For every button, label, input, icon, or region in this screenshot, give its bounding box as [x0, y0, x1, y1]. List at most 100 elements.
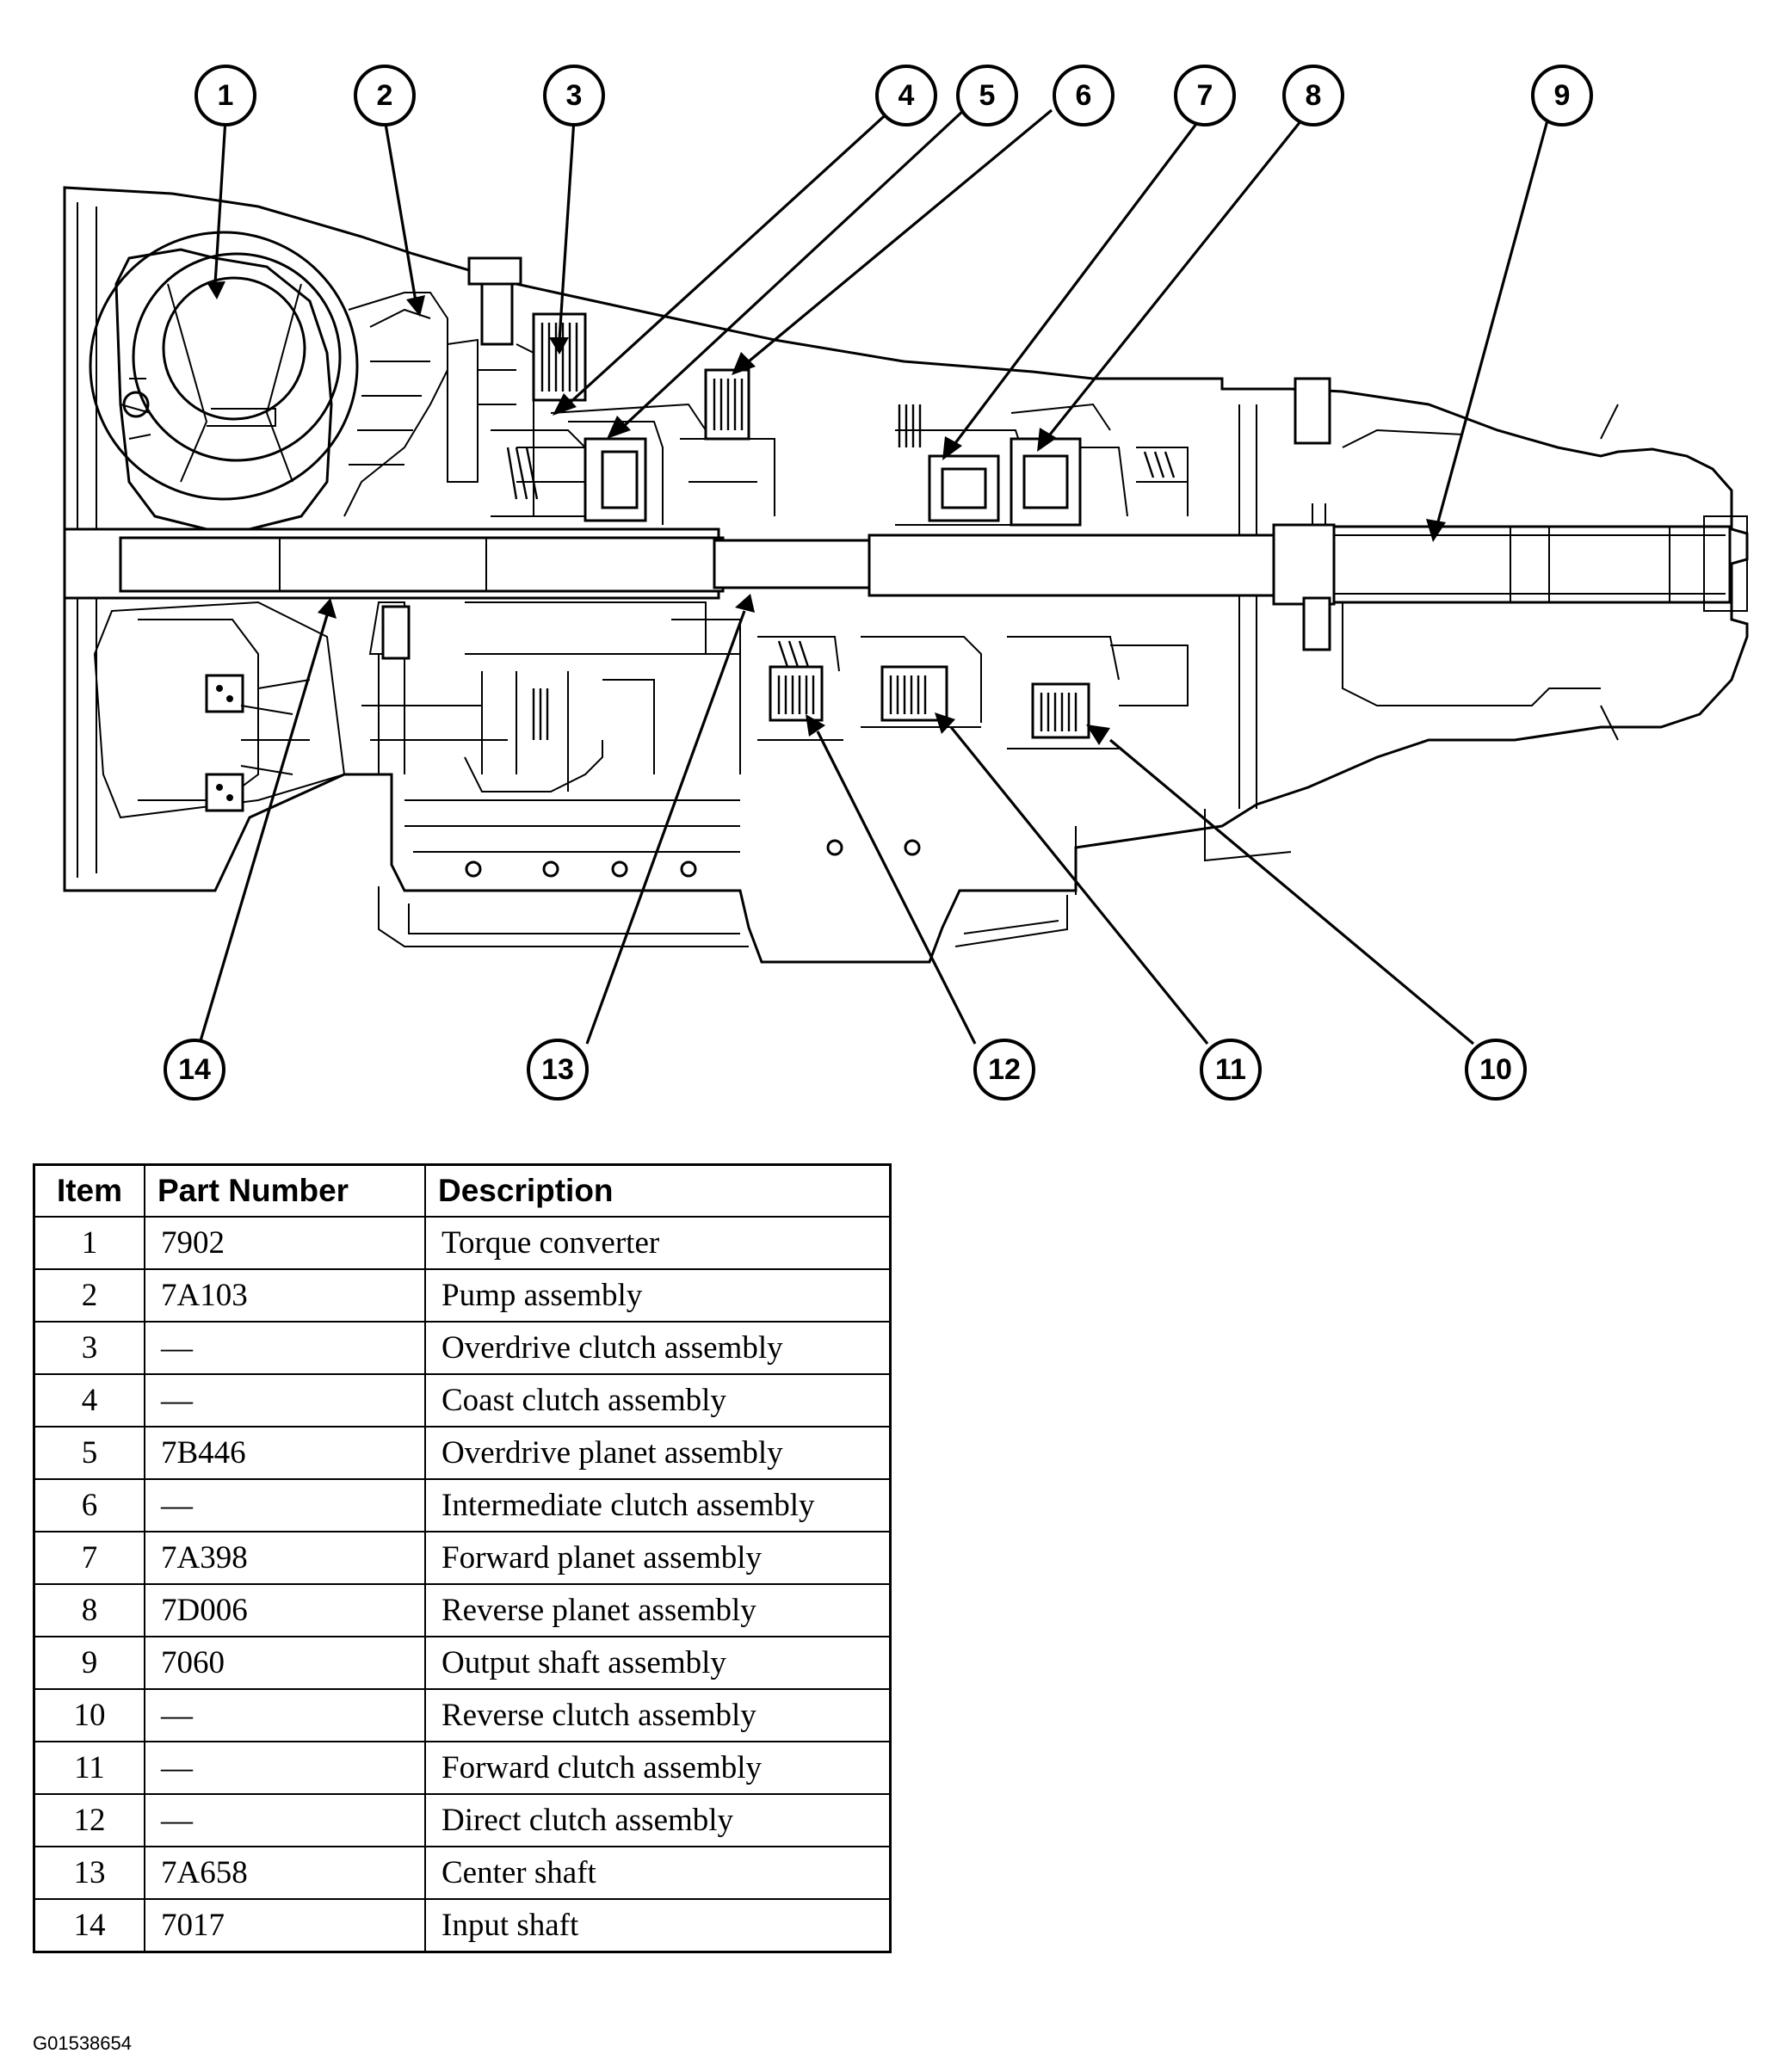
description-cell: Overdrive planet assembly [424, 1426, 892, 1480]
item-cell: 10 [33, 1688, 145, 1742]
description-cell: Reverse clutch assembly [424, 1688, 892, 1742]
description-cell: Reverse planet assembly [424, 1583, 892, 1637]
part-number-cell: 7A658 [144, 1846, 426, 1900]
callout-13: 13 [527, 1039, 589, 1101]
item-cell: 6 [33, 1478, 145, 1532]
description-cell: Torque converter [424, 1216, 892, 1270]
table-row: 12—Direct clutch assembly [33, 1793, 892, 1847]
reverse-clutch-pack [1007, 636, 1189, 749]
svg-text:1: 1 [218, 79, 234, 112]
part-number-cell: 7060 [144, 1636, 426, 1690]
table-row: 4—Coast clutch assembly [33, 1373, 892, 1428]
table-header-row: Item Part Number Description [33, 1163, 892, 1218]
column-header-part-number: Part Number [144, 1163, 426, 1218]
svg-text:13: 13 [541, 1053, 574, 1086]
part-number-cell: — [144, 1373, 426, 1428]
svg-text:8: 8 [1306, 79, 1322, 112]
svg-text:9: 9 [1554, 79, 1571, 112]
description-cell: Output shaft assembly [424, 1636, 892, 1690]
callout-10: 10 [1465, 1039, 1527, 1101]
overdrive-planet [550, 403, 707, 525]
item-cell: 12 [33, 1793, 145, 1847]
table-row: 6—Intermediate clutch assembly [33, 1478, 892, 1532]
item-cell: 11 [33, 1741, 145, 1795]
item-cell: 7 [33, 1531, 145, 1585]
item-cell: 8 [33, 1583, 145, 1637]
svg-text:7: 7 [1197, 79, 1213, 112]
svg-text:6: 6 [1076, 79, 1092, 112]
callout-12: 12 [973, 1039, 1035, 1101]
lower-valve-body [404, 601, 921, 878]
figure-id: G01538654 [33, 2032, 132, 2054]
part-number-cell: 7017 [144, 1898, 426, 1953]
item-cell: 1 [33, 1216, 145, 1270]
description-cell: Direct clutch assembly [424, 1793, 892, 1847]
callout-3: 3 [543, 65, 605, 126]
svg-text:2: 2 [377, 79, 393, 112]
callout-4: 4 [875, 65, 937, 126]
overdrive-clutch-pack [532, 312, 587, 402]
svg-text:4: 4 [898, 79, 915, 112]
direct-clutch-pack [757, 636, 843, 741]
callout-9: 9 [1531, 65, 1593, 126]
table-row: 10—Reverse clutch assembly [33, 1688, 892, 1742]
torque-converter [89, 231, 359, 819]
part-number-cell: 7902 [144, 1216, 426, 1270]
description-cell: Pump assembly [424, 1268, 892, 1323]
svg-text:11: 11 [1215, 1053, 1246, 1086]
part-number-cell: — [144, 1321, 426, 1375]
reverse-planet [1010, 403, 1189, 527]
item-cell: 5 [33, 1426, 145, 1480]
table-row: 11—Forward clutch assembly [33, 1741, 892, 1795]
item-cell: 3 [33, 1321, 145, 1375]
callout-6: 6 [1053, 65, 1115, 126]
callout-11: 11 [1200, 1039, 1262, 1101]
leader-lines [198, 108, 1549, 1045]
pump-region [343, 256, 603, 792]
description-cell: Overdrive clutch assembly [424, 1321, 892, 1375]
table-row: 3—Overdrive clutch assembly [33, 1321, 892, 1375]
callout-7: 7 [1174, 65, 1236, 126]
description-cell: Input shaft [424, 1898, 892, 1953]
part-number-cell: 7D006 [144, 1583, 426, 1637]
forward-planet [895, 404, 1025, 526]
item-cell: 9 [33, 1636, 145, 1690]
forward-clutch-pack [861, 636, 982, 728]
callout-1: 1 [195, 65, 256, 126]
coast-clutch-pack [491, 429, 594, 517]
svg-text:10: 10 [1479, 1053, 1512, 1086]
part-number-cell: 7A398 [144, 1531, 426, 1585]
description-cell: Forward planet assembly [424, 1531, 892, 1585]
svg-text:3: 3 [566, 79, 583, 112]
description-cell: Coast clutch assembly [424, 1373, 892, 1428]
column-header-description: Description [424, 1163, 892, 1218]
part-number-cell: — [144, 1793, 426, 1847]
part-number-cell: — [144, 1688, 426, 1742]
part-number-cell: — [144, 1741, 426, 1795]
description-cell: Intermediate clutch assembly [424, 1478, 892, 1532]
svg-text:5: 5 [979, 79, 996, 112]
callout-2: 2 [354, 65, 416, 126]
part-number-cell: 7A103 [144, 1268, 426, 1323]
item-cell: 2 [33, 1268, 145, 1323]
item-cell: 14 [33, 1898, 145, 1953]
column-header-item: Item [33, 1163, 145, 1218]
intermediate-clutch-pack [680, 368, 775, 516]
transmission-cutaway-diagram: 1 2 3 4 5 6 7 8 9 10 11 12 13 14 [63, 65, 1749, 1101]
item-cell: 4 [33, 1373, 145, 1428]
svg-text:12: 12 [988, 1053, 1021, 1086]
description-cell: Center shaft [424, 1846, 892, 1900]
svg-text:14: 14 [178, 1053, 211, 1086]
item-cell: 13 [33, 1846, 145, 1900]
callout-5: 5 [956, 65, 1018, 126]
description-cell: Forward clutch assembly [424, 1741, 892, 1795]
